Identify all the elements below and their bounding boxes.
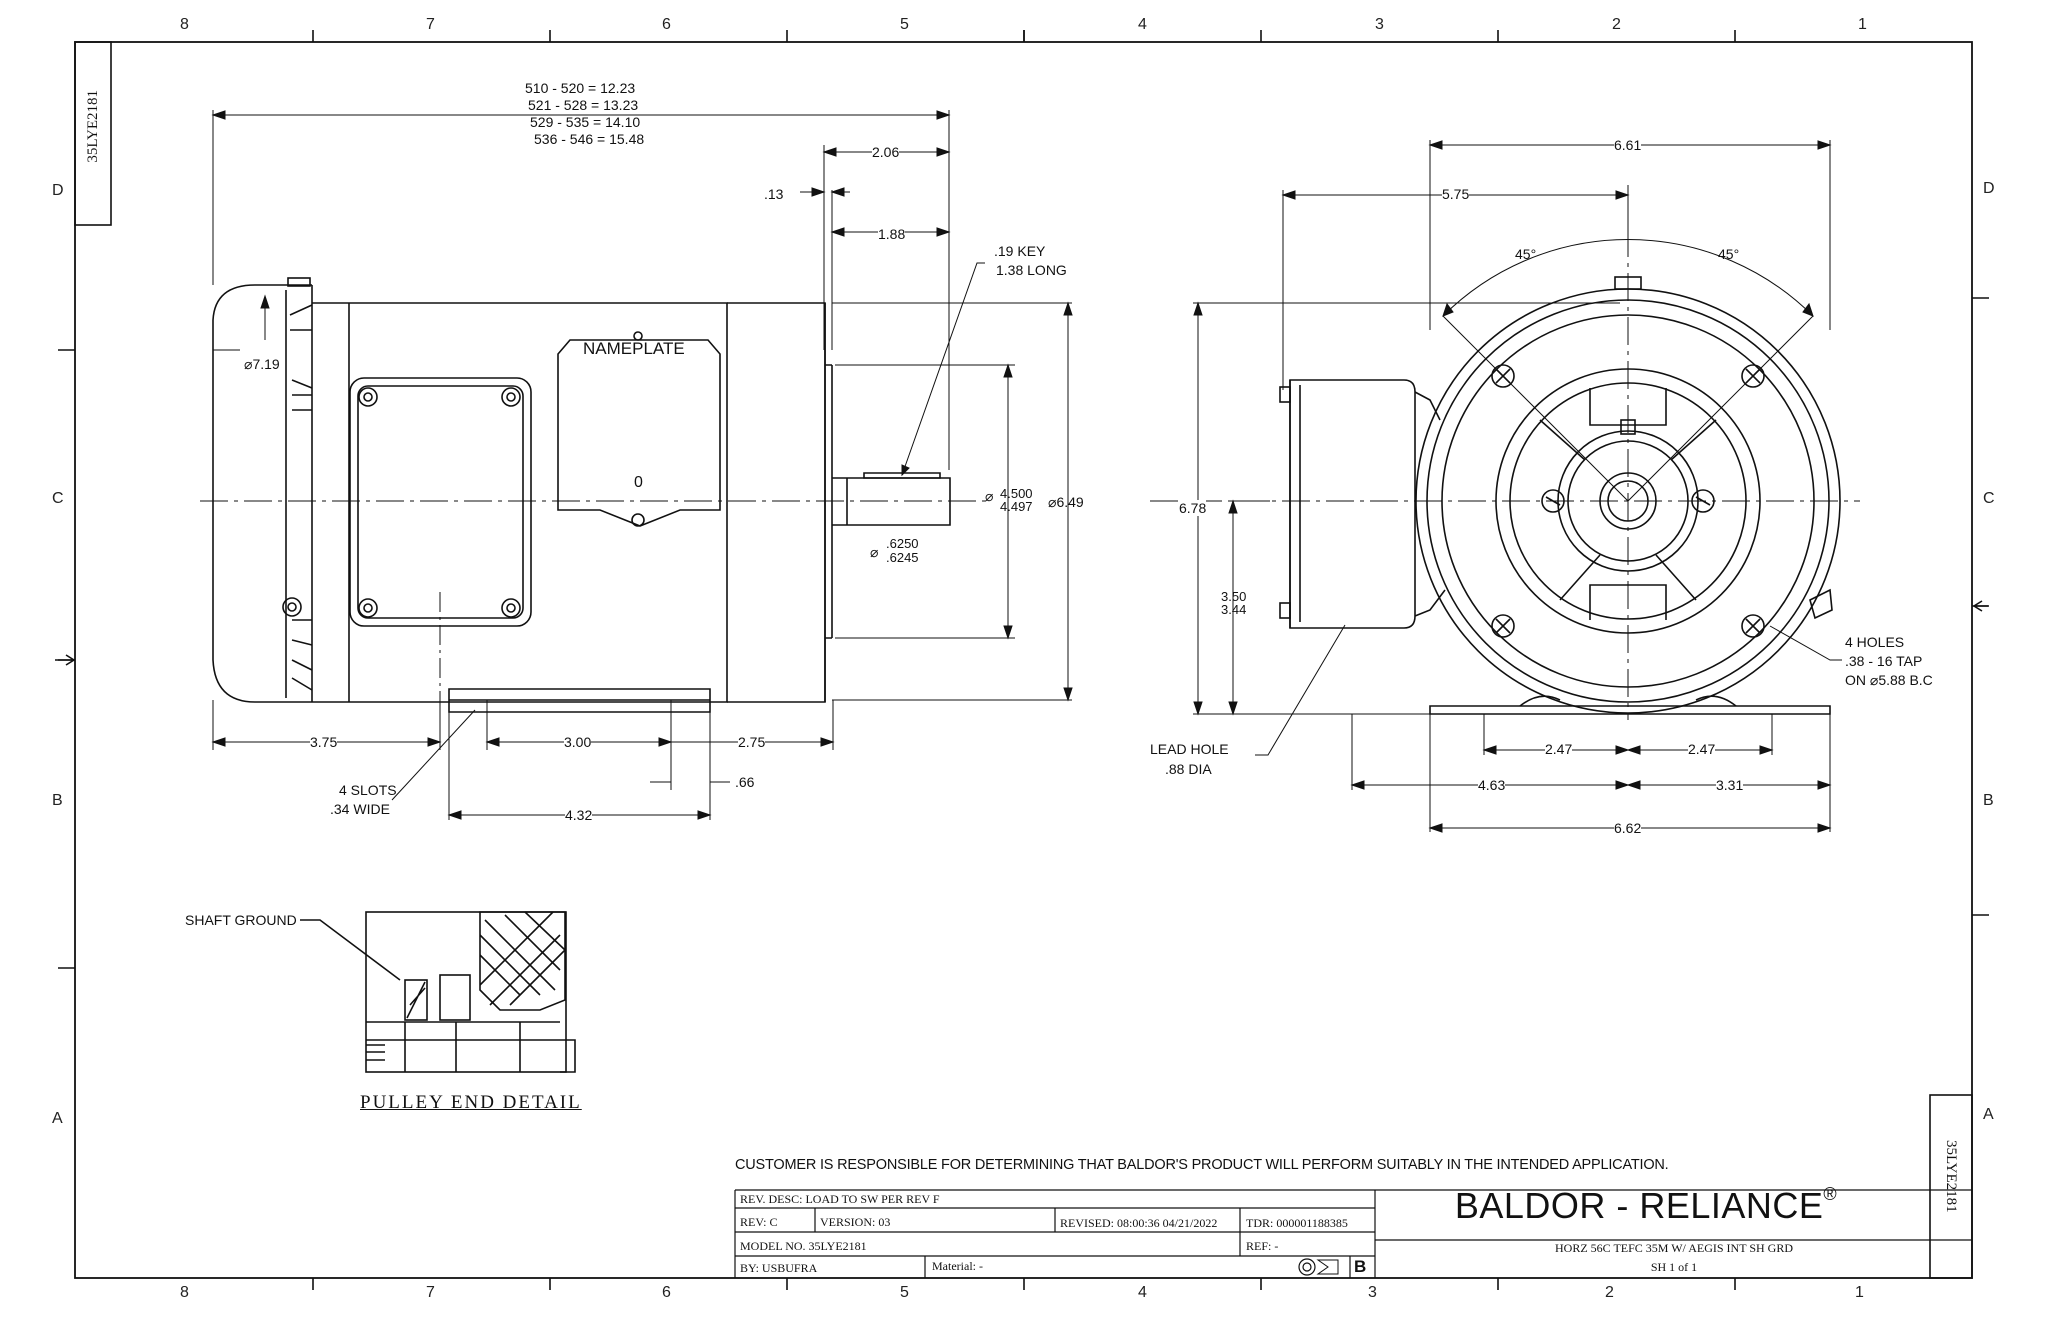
- zone-col-6-top: 6: [662, 16, 671, 33]
- dim-3-75: 3.75: [310, 734, 338, 750]
- drawing-number-tab: 35LYE2181: [85, 90, 101, 163]
- zone-row-A-left: A: [52, 1110, 63, 1127]
- zone-col-5-top: 5: [900, 16, 909, 33]
- dim-0-13: .13: [764, 186, 784, 202]
- dim-6-62: 6.62: [1614, 820, 1642, 836]
- sheet-count: SH 1 of 1: [1650, 1260, 1698, 1274]
- zone-col-1-top: 1: [1858, 16, 1867, 33]
- dim-pilot-diameter: ⌀: [985, 488, 994, 504]
- dim-dia-7-19: ⌀7.19: [244, 356, 280, 372]
- zone-row-D-left: D: [52, 182, 64, 199]
- revised-timestamp: REVISED: 08:00:36 04/21/2022: [1060, 1216, 1218, 1230]
- zone-col-8-top: 8: [180, 16, 189, 33]
- zone-col-3-top: 3: [1375, 16, 1384, 33]
- holes-note-line-1: 4 HOLES: [1845, 634, 1905, 650]
- overall-length-4: 536 - 546 = 15.48: [534, 131, 645, 147]
- holes-note-line-2: .38 - 16 TAP: [1845, 653, 1923, 669]
- zone-row-C-left: C: [52, 490, 64, 507]
- dim-1-88: 1.88: [878, 226, 906, 242]
- ref: REF: -: [1246, 1239, 1279, 1253]
- zone-col-4-bottom: 4: [1138, 1284, 1147, 1301]
- registered-mark: ®: [1823, 1184, 1838, 1204]
- dim-0-66: .66: [735, 774, 755, 790]
- dim-6-61: 6.61: [1614, 137, 1642, 153]
- nameplate-label: NAMEPLATE: [583, 339, 685, 358]
- overall-length-3: 529 - 535 = 14.10: [530, 114, 641, 130]
- model-number: MODEL NO. 35LYE2181: [740, 1239, 867, 1253]
- slots-note-line-2: .34 WIDE: [330, 801, 390, 817]
- detail-title: PULLEY END DETAIL: [360, 1092, 582, 1113]
- dim-6-78: 6.78: [1179, 500, 1207, 516]
- dim-4-32: 4.32: [565, 807, 593, 823]
- material: Material: -: [932, 1259, 983, 1273]
- dim-2-47-left: 2.47: [1545, 741, 1573, 757]
- side-tab-drawing-number: 35LYE2181: [1943, 1140, 1959, 1213]
- lead-hole-note-line-2: .88 DIA: [1165, 761, 1212, 777]
- slots-note-line-1: 4 SLOTS: [339, 782, 397, 798]
- dim-3-44: 3.44: [1221, 602, 1247, 617]
- dim-pilot-max: 4.500: [1000, 486, 1033, 501]
- zone-row-B-right: B: [1983, 792, 1994, 809]
- drawn-by: BY: USBUFRA: [740, 1261, 818, 1275]
- zone-row-B-left: B: [52, 792, 63, 809]
- dim-5-75: 5.75: [1442, 186, 1470, 202]
- version: VERSION: 03: [820, 1215, 891, 1229]
- zone-row-C-right: C: [1983, 490, 1995, 507]
- holes-note-line-3: ON ⌀5.88 B.C: [1845, 672, 1933, 688]
- dim-3-31: 3.31: [1716, 777, 1744, 793]
- zone-col-8-bottom: 8: [180, 1284, 189, 1301]
- zone-col-1-bottom: 1: [1855, 1284, 1864, 1301]
- zone-col-2-top: 2: [1612, 16, 1621, 33]
- angle-right-45: 45°: [1718, 246, 1740, 262]
- brand-text: BALDOR - RELIANCE: [1454, 1185, 1824, 1226]
- zone-col-3-bottom: 3: [1368, 1284, 1377, 1301]
- zone-col-7-top: 7: [426, 16, 435, 33]
- key-note-line-2: 1.38 LONG: [996, 262, 1067, 278]
- zone-col-4-top: 4: [1138, 16, 1147, 33]
- zone-row-D-right: D: [1983, 180, 1995, 197]
- dim-pilot-min: 4.497: [1000, 499, 1033, 514]
- angle-left-45: 45°: [1515, 246, 1537, 262]
- zone-col-7-bottom: 7: [426, 1284, 435, 1301]
- tdr-number: TDR: 000001188385: [1246, 1216, 1348, 1230]
- customer-notice: CUSTOMER IS RESPONSIBLE FOR DETERMINING …: [735, 1157, 1669, 1173]
- key-note-line-1: .19 KEY: [994, 243, 1046, 259]
- zone-col-5-bottom: 5: [900, 1284, 909, 1301]
- dim-shaft-diameter: ⌀: [870, 544, 879, 560]
- dim-shaft-min: .6245: [886, 550, 919, 565]
- zone-col-6-bottom: 6: [662, 1284, 671, 1301]
- rev: REV: C: [740, 1215, 778, 1229]
- dim-3-50: 3.50: [1221, 589, 1247, 604]
- zone-col-2-bottom: 2: [1605, 1284, 1614, 1301]
- overall-length-1: 510 - 520 = 12.23: [525, 80, 636, 96]
- dim-6-49-value: 6.49: [1056, 494, 1084, 510]
- dim-2-75: 2.75: [738, 734, 766, 750]
- dim-shaft-max: .6250: [886, 536, 919, 551]
- zone-row-A-right: A: [1983, 1106, 1994, 1123]
- shaft-ground-label: SHAFT GROUND: [185, 912, 297, 928]
- sheet-size: B: [1354, 1257, 1367, 1276]
- lead-hole-note-line-1: LEAD HOLE: [1150, 741, 1229, 757]
- brand-name: BALDOR - RELIANCE®: [1376, 1184, 1916, 1227]
- dim-2-47-right: 2.47: [1688, 741, 1716, 757]
- dim-dia-6-49: ⌀6.49: [1048, 494, 1084, 510]
- nameplate-zero-mark: 0: [634, 474, 643, 491]
- rev-desc: REV. DESC: LOAD TO SW PER REV F: [740, 1192, 940, 1206]
- dim-3-00: 3.00: [564, 734, 592, 750]
- overall-length-2: 521 - 528 = 13.23: [528, 97, 639, 113]
- dim-7-19-value: 7.19: [252, 356, 280, 372]
- dim-4-63: 4.63: [1478, 777, 1506, 793]
- motor-description: HORZ 56C TEFC 35M W/ AEGIS INT SH GRD: [1554, 1241, 1794, 1255]
- dim-2-06: 2.06: [872, 144, 900, 160]
